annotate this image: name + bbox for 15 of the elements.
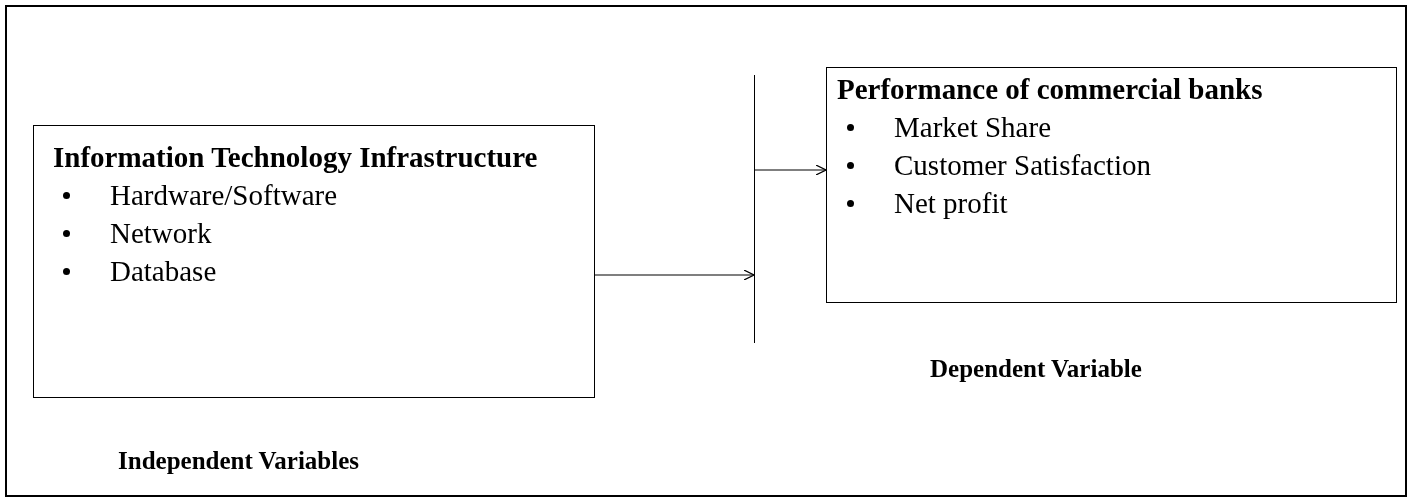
box-heading: Performance of commercial banks (837, 72, 1264, 107)
vertical-line (754, 75, 755, 343)
arrow (754, 164, 827, 176)
arrow (594, 269, 755, 281)
variable-caption: Dependent Variable (930, 354, 1142, 384)
bullet-item: Network (110, 216, 212, 251)
variable-caption: Independent Variables (118, 446, 360, 476)
box-heading: Information Technology Infrastructure (53, 140, 539, 175)
variable-box (826, 67, 1397, 303)
bullet-item: Database (110, 254, 217, 289)
bullet-item: Market Share (894, 110, 1052, 145)
bullet-item: Customer Satisfaction (894, 148, 1151, 183)
variable-box (33, 125, 595, 398)
bullet-item: Net profit (894, 186, 1008, 221)
bullet-item: Hardware/Software (110, 178, 338, 213)
